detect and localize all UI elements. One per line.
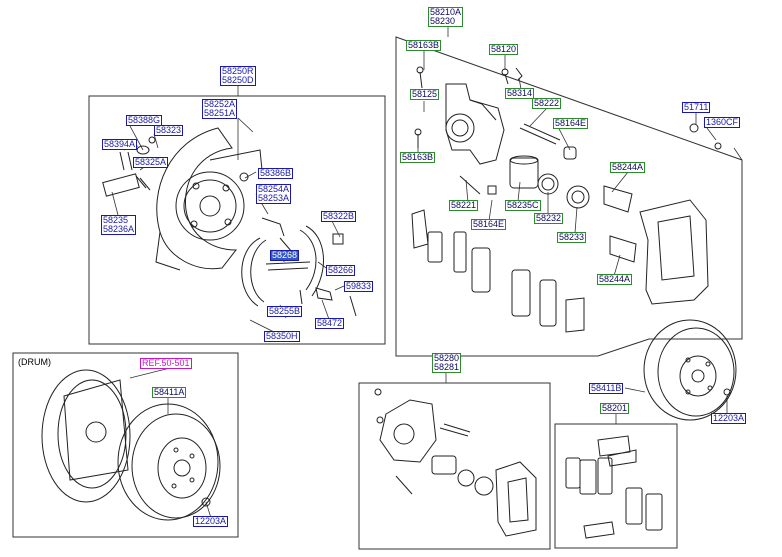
part-label[interactable]: 58325A	[133, 157, 169, 168]
part-label[interactable]: 58164E	[553, 118, 589, 129]
part-label[interactable]: 58411B	[589, 383, 624, 394]
drum-backing-drawing	[41, 369, 131, 503]
part-label[interactable]: 12203A	[193, 516, 229, 527]
part-label[interactable]: 58163B	[400, 152, 436, 163]
part-label[interactable]: 58232	[534, 213, 564, 224]
caliper-drawing	[414, 66, 722, 209]
ref-label[interactable]: REF.50-501	[140, 358, 192, 369]
frame-drum	[12, 352, 239, 538]
part-label[interactable]: 12203A	[711, 413, 747, 424]
part-label[interactable]: 58314	[505, 88, 535, 99]
part-label[interactable]: 58164E	[471, 219, 507, 230]
part-label[interactable]: 58120	[489, 44, 519, 55]
part-label[interactable]: 58394A	[102, 139, 138, 150]
part-label[interactable]: 58323	[154, 125, 184, 136]
part-label[interactable]: 58388G	[126, 115, 163, 126]
frame-caliper-alt	[358, 382, 551, 550]
part-label[interactable]: 58322B	[321, 211, 357, 222]
part-label[interactable]: 58221	[449, 200, 479, 211]
frame-pads-alt	[554, 423, 678, 549]
part-label[interactable]: 58163B	[406, 40, 442, 51]
part-label[interactable]: 58386B	[258, 168, 294, 179]
part-label[interactable]: 58255B	[267, 306, 303, 317]
part-label-selected[interactable]: 58268	[270, 250, 300, 261]
part-label[interactable]: 58472	[315, 318, 345, 329]
part-label[interactable]: 58411A	[152, 387, 187, 398]
brake-shoes-drawing	[241, 225, 357, 317]
part-label[interactable]: 58350H	[264, 331, 300, 342]
part-label[interactable]: 1360CF	[704, 117, 741, 128]
part-label[interactable]: 58201	[600, 403, 630, 414]
frame-caliper-main	[395, 36, 743, 357]
part-label[interactable]: 58233	[557, 232, 587, 243]
alt-caliper-drawing	[374, 388, 537, 537]
part-label[interactable]: 58244A	[610, 162, 646, 173]
part-label[interactable]: 58244A	[597, 274, 633, 285]
part-label[interactable]: 58125	[410, 89, 440, 100]
disc-rotor-drawing	[643, 319, 737, 421]
part-label[interactable]: 58235C	[505, 200, 541, 211]
part-label[interactable]: 59833	[344, 281, 374, 292]
caliper-bracket-drawing	[639, 199, 709, 305]
part-label[interactable]: 58222	[532, 98, 562, 109]
brake-pads-drawing	[411, 185, 637, 333]
frame-parking-brake	[88, 95, 386, 345]
drum-drawing	[117, 403, 221, 521]
part-label[interactable]: 51711	[682, 102, 711, 113]
drum-section-title: (DRUM)	[18, 357, 51, 367]
parking-hardware	[102, 136, 285, 237]
alt-pads-drawing	[565, 435, 663, 539]
backing-plate-drawing	[155, 127, 263, 271]
part-label[interactable]: 58266	[326, 265, 356, 276]
